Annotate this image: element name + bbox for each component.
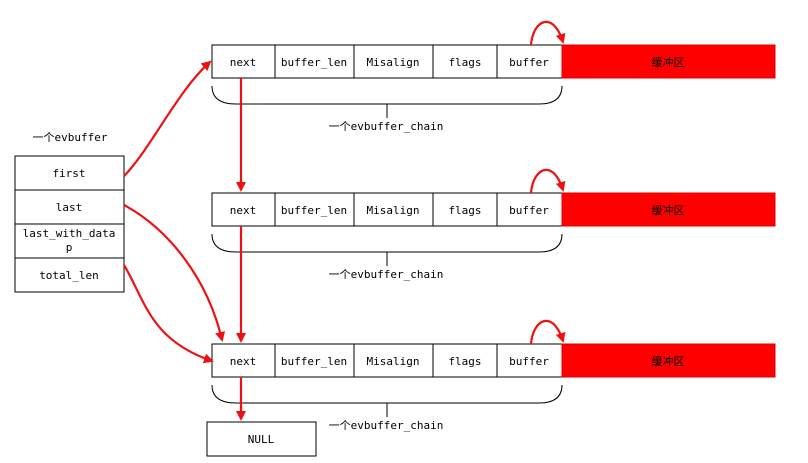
evbuffer-field-total-len-box — [14, 257, 125, 293]
pointer-arrows — [123, 20, 566, 421]
chain3-next: next — [230, 355, 257, 368]
chain1-buffer-to-data-arrow — [529, 20, 566, 46]
first-to-chain1-arrow — [123, 60, 212, 177]
chain3-brace-label: 一个evbuffer_chain — [329, 419, 444, 432]
chain2-next-box — [211, 192, 276, 227]
chain1-next-box — [211, 44, 276, 79]
null-box — [206, 421, 317, 457]
evbuffer-chain-1: next buffer_len Misalign flags buffer 缓冲… — [211, 44, 776, 133]
chain3-data-buffer — [561, 343, 776, 378]
chain3-misalign: Misalign — [367, 355, 420, 368]
evbuffer-field-last-with-data-wrap: p — [66, 241, 73, 254]
chain2-buffer-len: buffer_len — [281, 204, 347, 217]
chain1-misalign-box — [353, 44, 434, 79]
evbuffer-title: 一个evbuffer — [33, 131, 108, 144]
chain3-data-buffer-label: 缓冲区 — [652, 354, 685, 368]
chain1-buffer-len: buffer_len — [281, 56, 347, 69]
chain3-buffer-box — [496, 343, 563, 378]
evbuffer-struct: first last last_with_data p total_len — [14, 155, 125, 293]
chain2-misalign: Misalign — [367, 204, 420, 217]
evbuffer-field-last-box — [14, 189, 125, 225]
chain1-flags-box — [432, 44, 498, 79]
chain3-buffer: buffer — [509, 355, 549, 368]
chain1-buffer: buffer — [509, 56, 549, 69]
chain2-buffer-box — [496, 192, 563, 227]
evbuffer-field-first-box — [14, 155, 125, 191]
chain2-brace — [211, 233, 563, 253]
last-to-chain3-arrow — [123, 204, 226, 342]
evbuffer-chain-2: next buffer_len Misalign flags buffer 缓冲… — [211, 192, 776, 281]
evbuffer-field-last-with-data-box — [14, 223, 125, 259]
chain2-flags: flags — [448, 204, 481, 217]
chain2-brace-label: 一个evbuffer_chain — [329, 268, 444, 281]
chain1-brace-label: 一个evbuffer_chain — [329, 120, 444, 133]
null-label: NULL — [248, 433, 275, 446]
chain1-brace — [211, 85, 563, 105]
chain3-flags-box — [432, 343, 498, 378]
evbuffer-field-first: first — [52, 167, 85, 180]
chain1-data-buffer-label: 缓冲区 — [652, 55, 685, 69]
chain3-buffer-to-data-arrow — [529, 319, 566, 345]
evbuffer-field-last: last — [56, 201, 83, 214]
chain1-buffer-len-box — [274, 44, 355, 79]
chain1-data-buffer — [561, 44, 776, 79]
evbuffer-field-total-len: total_len — [39, 269, 99, 282]
chain2-flags-box — [432, 192, 498, 227]
chain1-flags: flags — [448, 56, 481, 69]
chain1-buffer-box — [496, 44, 563, 79]
chain2-data-buffer — [561, 192, 776, 227]
chain3-buffer-len: buffer_len — [281, 355, 347, 368]
chain2-buffer-to-data-arrow — [529, 168, 566, 194]
chain2-next: next — [230, 204, 257, 217]
chain3-brace — [211, 384, 563, 404]
chain3-buffer-len-box — [274, 343, 355, 378]
chain2-misalign-box — [353, 192, 434, 227]
chain2-buffer: buffer — [509, 204, 549, 217]
evbuffer-field-last-with-data: last_with_data — [23, 227, 116, 240]
evbuffer-chain-3: next buffer_len Misalign flags buffer 缓冲… — [211, 343, 776, 432]
last-with-data-to-chain3-arrow — [123, 264, 214, 364]
chain1-next: next — [230, 56, 257, 69]
chain3-flags: flags — [448, 355, 481, 368]
chain1-misalign: Misalign — [367, 56, 420, 69]
chain2-data-buffer-label: 缓冲区 — [652, 203, 685, 217]
